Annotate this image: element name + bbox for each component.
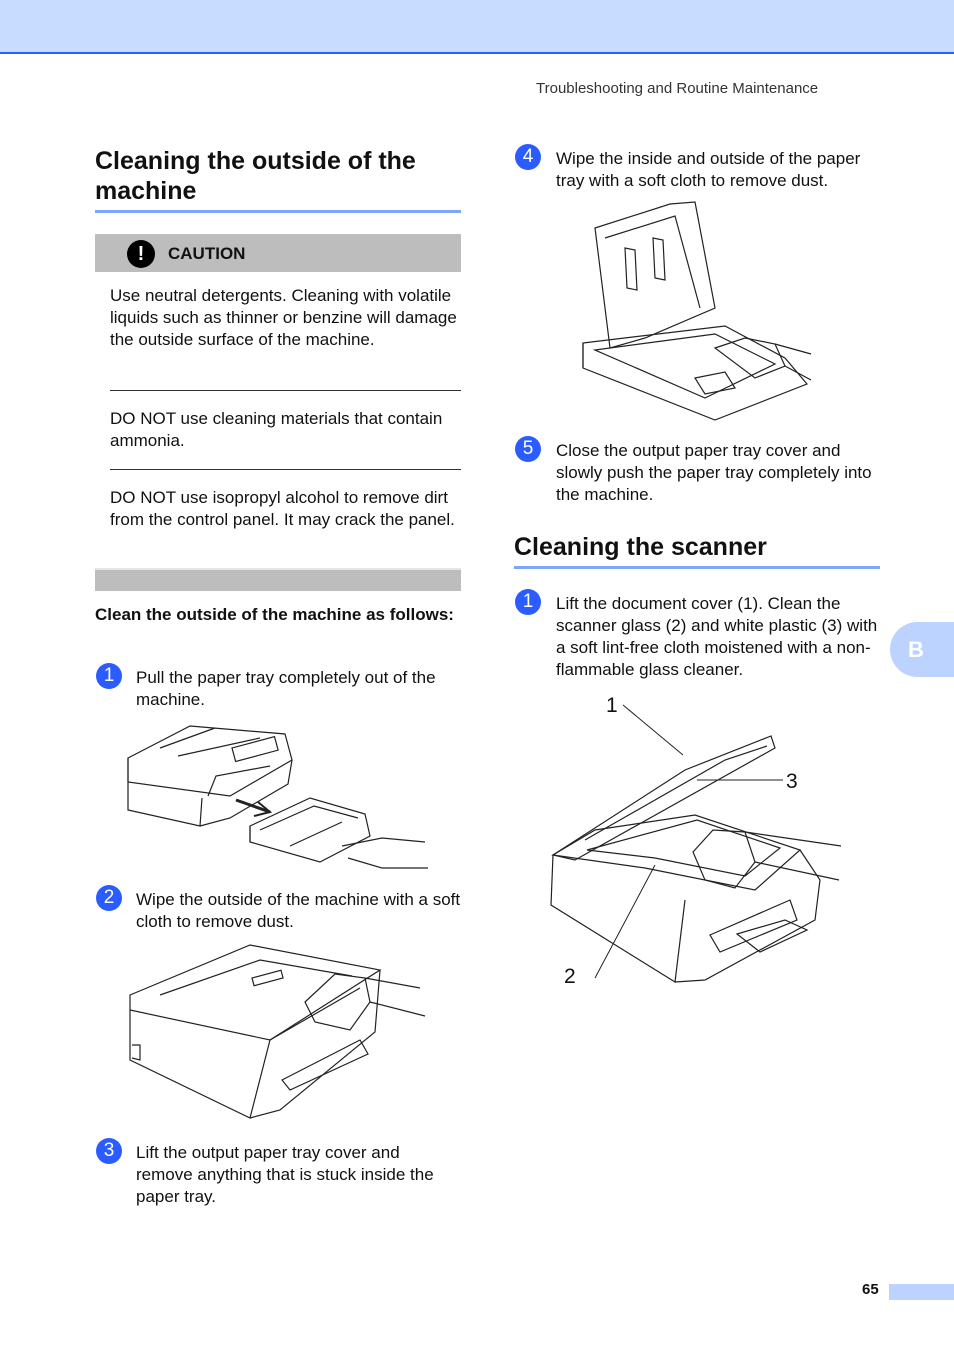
illustration-pull-tray [120, 718, 440, 873]
top-banner [0, 0, 954, 54]
divider [110, 469, 461, 470]
section-title-scanner: Cleaning the scanner [514, 533, 767, 561]
step-number: 2 [96, 885, 122, 911]
illustration-wipe-machine [120, 940, 440, 1125]
step-text: Lift the document cover (1). Clean the s… [556, 594, 878, 679]
caution-paragraph: Use neutral detergents. Cleaning with vo… [110, 286, 457, 349]
illustration-wipe-tray [575, 198, 820, 423]
title-rule [514, 566, 880, 569]
caution-paragraph: DO NOT use isopropyl alcohol to remove d… [110, 488, 455, 529]
exclamation-icon: ! [127, 240, 155, 268]
callout-label: 2 [564, 965, 576, 988]
title-rule [95, 210, 461, 213]
subheading: Clean the outside of the machine as foll… [95, 605, 454, 624]
illustration-scanner [545, 690, 850, 990]
divider [110, 390, 461, 391]
page-number: 65 [862, 1281, 879, 1298]
caution-paragraph: DO NOT use cleaning materials that conta… [110, 409, 443, 450]
callout-label: 1 [606, 694, 618, 717]
callout-label: 3 [786, 770, 798, 793]
chapter-tab: B [890, 622, 954, 677]
step-text: Close the output paper tray cover and sl… [556, 441, 872, 504]
step-number: 1 [96, 663, 122, 689]
caution-label: CAUTION [168, 244, 246, 263]
step-number: 1 [515, 589, 541, 615]
caution-header: ! CAUTION [95, 234, 461, 272]
section-title-outside: Cleaning the outside of the machine [95, 147, 416, 205]
step-number: 5 [515, 436, 541, 462]
caution-footer [95, 568, 461, 591]
step-number: 4 [515, 144, 541, 170]
step-text: Pull the paper tray completely out of th… [136, 668, 436, 709]
page-number-bar [889, 1284, 954, 1300]
step-text: Lift the output paper tray cover and rem… [136, 1143, 434, 1206]
running-head: Troubleshooting and Routine Maintenance [536, 80, 819, 97]
step-number: 3 [96, 1138, 122, 1164]
step-text: Wipe the inside and outside of the paper… [556, 149, 861, 190]
step-text: Wipe the outside of the machine with a s… [136, 890, 461, 931]
